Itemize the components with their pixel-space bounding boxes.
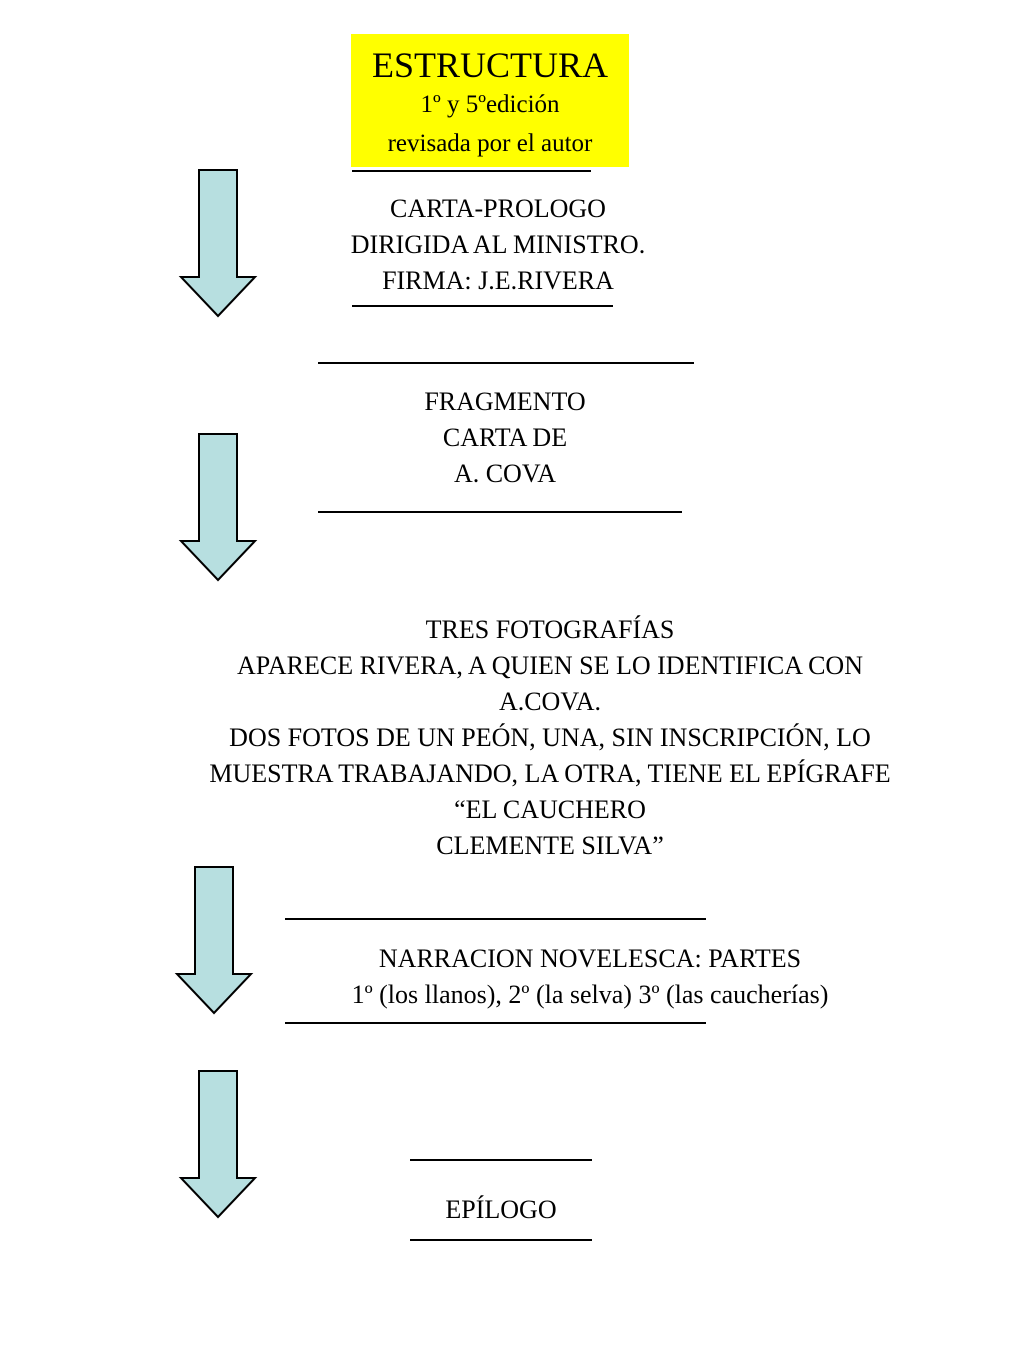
prologue-line-2: DIRIGIDA AL MINISTRO.: [350, 230, 646, 259]
photos-line-6: “EL CAUCHERO: [454, 795, 646, 824]
photos-line-4: DOS FOTOS DE UN PEÓN, UNA, SIN INSCRIPCI…: [229, 723, 871, 752]
narration-text: NARRACION NOVELESCA: PARTES 1º (los llan…: [240, 941, 940, 1013]
divider-line: [318, 362, 694, 364]
narration-line-1: NARRACION NOVELESCA: PARTES: [378, 944, 802, 973]
title-box: ESTRUCTURA 1º y 5ºedición revisada por e…: [351, 34, 629, 167]
prologue-line-1: CARTA-PROLOGO: [390, 194, 606, 223]
divider-line: [352, 170, 591, 172]
divider-line: [410, 1239, 592, 1241]
epilogue-text: EPÍLOGO: [445, 1195, 557, 1224]
photos-line-2: APARECE RIVERA, A QUIEN SE LO IDENTIFICA…: [237, 651, 863, 680]
title-line-2: revisada por el autor: [387, 130, 593, 157]
title-line-1: 1º y 5ºedición: [420, 91, 560, 118]
divider-line: [318, 511, 682, 513]
photos-line-1: TRES FOTOGRAFÍAS: [425, 615, 675, 644]
photos-text: TRES FOTOGRAFÍAS APARECE RIVERA, A QUIEN…: [100, 612, 1000, 864]
down-arrow-icon: [178, 433, 258, 582]
prologue-line-3: FIRMA: J.E.RIVERA: [382, 266, 614, 295]
fragment-line-3: A. COVA: [453, 459, 557, 488]
divider-line: [352, 305, 613, 307]
fragment-text: FRAGMENTO CARTA DE A. COVA: [305, 384, 705, 492]
diagram-title: ESTRUCTURA: [371, 45, 609, 85]
down-arrow-icon: [178, 169, 258, 318]
photos-line-7: CLEMENTE SILVA”: [436, 831, 664, 860]
narration-line-2: 1º (los llanos), 2º (la selva) 3º (las c…: [351, 980, 829, 1009]
divider-line: [285, 918, 706, 920]
fragment-line-2: CARTA DE: [442, 423, 568, 452]
prologue-text: CARTA-PROLOGO DIRIGIDA AL MINISTRO. FIRM…: [298, 191, 698, 299]
divider-line: [285, 1022, 706, 1024]
divider-line: [410, 1159, 592, 1161]
photos-line-3: A.COVA.: [498, 687, 602, 716]
down-arrow-icon: [174, 866, 254, 1015]
fragment-line-1: FRAGMENTO: [424, 387, 586, 416]
photos-line-5: MUESTRA TRABAJANDO, LA OTRA, TIENE EL EP…: [209, 759, 891, 788]
down-arrow-icon: [178, 1070, 258, 1219]
